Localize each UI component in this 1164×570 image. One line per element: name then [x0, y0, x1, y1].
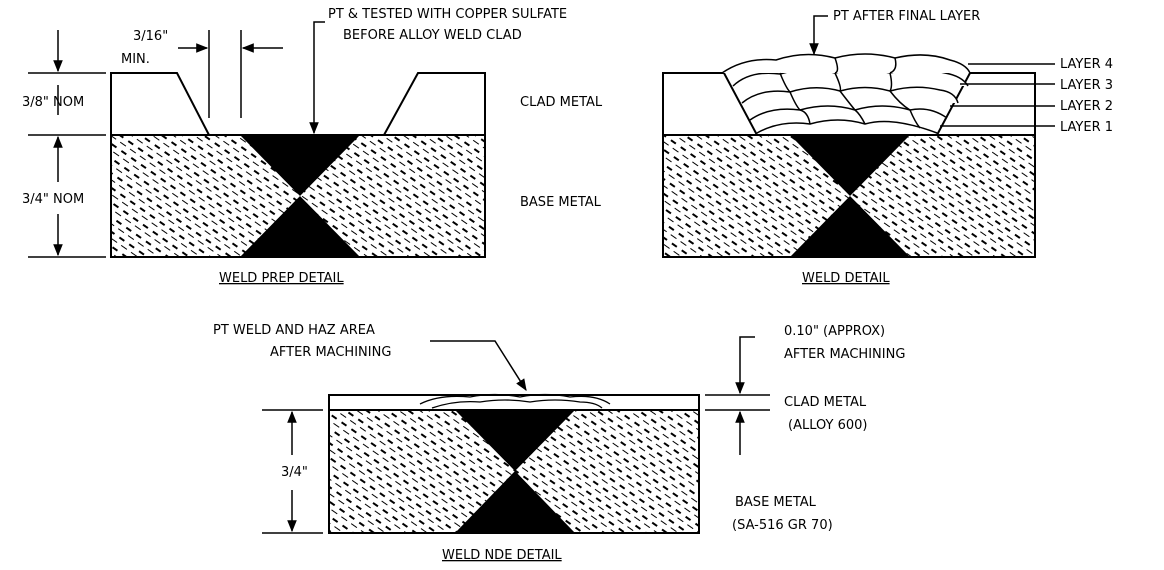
- nde-base-label-1: BASE METAL: [735, 495, 817, 510]
- weld-detail: LAYER 4 LAYER 3 LAYER 2 LAYER 1 PT AFTER…: [662, 9, 1113, 286]
- weld-prep-title: WELD PREP DETAIL: [219, 271, 344, 286]
- gap-dim-label-2: MIN.: [121, 52, 150, 67]
- clad-metal-prep: [110, 72, 486, 136]
- nde-clad-label-1: CLAD METAL: [784, 395, 867, 410]
- clad-layer: [328, 394, 700, 411]
- layer-4-label: LAYER 4: [1060, 57, 1113, 72]
- root-weld: [455, 410, 575, 533]
- pt-leader: [309, 21, 325, 135]
- nde-pt-note-2: AFTER MACHINING: [270, 345, 391, 360]
- clad-thickness-label: 3/8" NOM: [22, 95, 84, 110]
- nde-clad-label-2: (ALLOY 600): [788, 418, 867, 433]
- nde-clad-dim-arrow-top: [735, 336, 755, 395]
- nde-base-thickness-label: 3/4": [281, 465, 308, 480]
- nde-base-label-2: (SA-516 GR 70): [732, 518, 833, 533]
- clad-metal-label: CLAD METAL: [520, 95, 603, 110]
- pt-note-2: BEFORE ALLOY WELD CLAD: [343, 28, 522, 43]
- root-weld: [790, 135, 910, 257]
- base-thickness-label: 3/4" NOM: [22, 192, 84, 207]
- gap-dim-label-1: 3/16": [133, 29, 168, 44]
- pt-final-note: PT AFTER FINAL LAYER: [833, 9, 980, 24]
- root-weld: [240, 135, 360, 257]
- nde-pt-leader: [430, 340, 527, 392]
- weld-prep-detail: 3/8" NOM 3/4" NOM 3/16" MIN. PT & TESTED…: [22, 7, 603, 286]
- nde-pt-note-1: PT WELD AND HAZ AREA: [213, 323, 375, 338]
- clad-outline: [662, 72, 1036, 136]
- nde-clad-dim-1: 0.10" (APPROX): [784, 324, 885, 339]
- weld-beads: [721, 53, 971, 134]
- layer-1-label: LAYER 1: [1060, 120, 1113, 135]
- machined-beads: [419, 393, 611, 409]
- layer-3-label: LAYER 3: [1060, 78, 1113, 93]
- weld-nde-detail: 3/4" 0.10" (APPROX) AFTER MACHINING CLAD…: [213, 323, 905, 563]
- pt-final-leader: [809, 15, 828, 56]
- pt-note-1: PT & TESTED WITH COPPER SULFATE: [328, 7, 567, 22]
- base-metal-label: BASE METAL: [520, 195, 602, 210]
- weld-detail-title: WELD DETAIL: [802, 271, 890, 286]
- weld-nde-title: WELD NDE DETAIL: [442, 548, 562, 563]
- layer-2-label: LAYER 2: [1060, 99, 1113, 114]
- nde-clad-dim-2: AFTER MACHINING: [784, 347, 905, 362]
